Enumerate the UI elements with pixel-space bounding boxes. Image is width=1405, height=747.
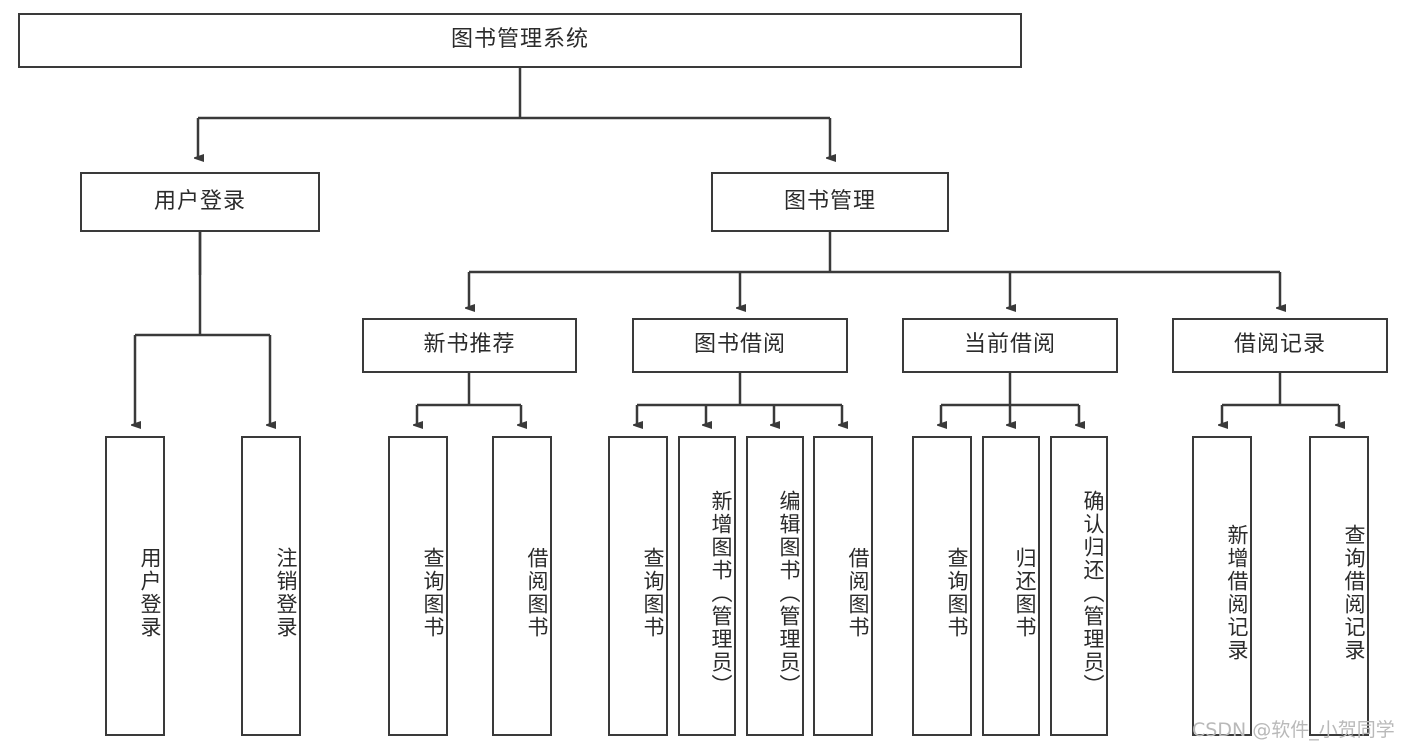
leaf-query-book-borrow[interactable]: 查询图书 <box>608 436 668 736</box>
node-book-borrow[interactable]: 图书借阅 <box>632 318 848 373</box>
leaf-query-book-recommend[interactable]: 查询图书 <box>388 436 448 736</box>
leaf-borrow-book-recommend[interactable]: 借阅图书 <box>492 436 552 736</box>
leaf-add-book-admin[interactable]: 新增图书（管理员） <box>678 436 736 736</box>
node-new-book-recommend[interactable]: 新书推荐 <box>362 318 577 373</box>
leaf-query-book-current[interactable]: 查询图书 <box>912 436 972 736</box>
leaf-borrow-book[interactable]: 借阅图书 <box>813 436 873 736</box>
leaf-confirm-return-admin[interactable]: 确认归还（管理员） <box>1050 436 1108 736</box>
leaf-query-borrow-record[interactable]: 查询借阅记录 <box>1309 436 1369 736</box>
leaf-user-login[interactable]: 用户登录 <box>105 436 165 736</box>
node-root-system[interactable]: 图书管理系统 <box>18 13 1022 68</box>
node-borrow-record[interactable]: 借阅记录 <box>1172 318 1388 373</box>
node-book-management[interactable]: 图书管理 <box>711 172 949 232</box>
node-user-login[interactable]: 用户登录 <box>80 172 320 232</box>
leaf-add-borrow-record[interactable]: 新增借阅记录 <box>1192 436 1252 736</box>
node-current-borrow[interactable]: 当前借阅 <box>902 318 1118 373</box>
leaf-return-book[interactable]: 归还图书 <box>982 436 1040 736</box>
csdn-watermark: CSDN @软件_小贺同学 <box>1192 719 1395 741</box>
leaf-edit-book-admin[interactable]: 编辑图书（管理员） <box>746 436 804 736</box>
leaf-user-logout[interactable]: 注销登录 <box>241 436 301 736</box>
